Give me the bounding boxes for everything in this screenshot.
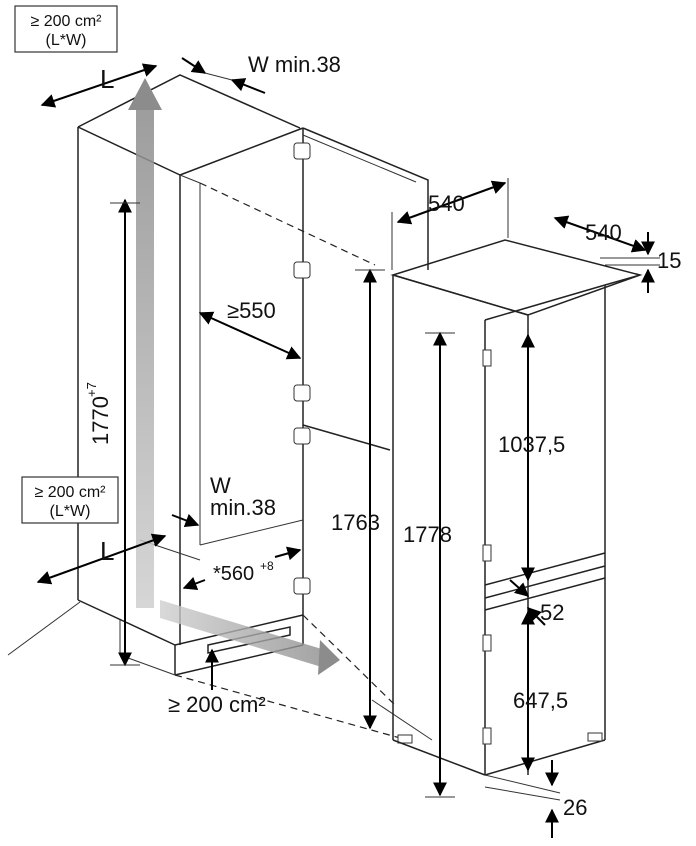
width-560-main: *560 — [213, 563, 254, 585]
vent-mid-box — [21, 476, 119, 524]
l-bottom-label: L — [100, 536, 114, 566]
dim-1763-label: 1763 — [331, 510, 380, 535]
vent-top-box — [14, 5, 118, 53]
dimension-arrows — [36, 57, 660, 838]
airflow-arrow — [128, 78, 340, 675]
dim-26-label: 26 — [563, 795, 587, 820]
dim-1037-label: 1037,5 — [498, 432, 565, 457]
depth-550-label: ≥550 — [227, 298, 276, 323]
height-1770-sup: +7 — [84, 382, 99, 397]
w-min-top-label: W min.38 — [248, 52, 341, 77]
w-mid-label: W — [210, 473, 231, 498]
height-1770-label: 1770 +7 — [84, 382, 113, 445]
dim-540-width-label: 540 — [428, 191, 465, 216]
vent-top-line1: ≥ 200 cm² — [30, 13, 102, 30]
l-top-label: L — [100, 64, 114, 94]
vent-mid-line1: ≥ 200 cm² — [34, 484, 106, 501]
vent-top-line2: (L*W) — [46, 32, 87, 49]
width-560-sup: +8 — [260, 559, 274, 573]
labels: ≥ 200 cm² (L*W) W min.38 L 1770 +7 ≥550 … — [14, 5, 681, 820]
dim-15-label: 15 — [657, 248, 681, 273]
floor-lines — [7, 601, 433, 741]
dim-647-label: 647,5 — [513, 688, 568, 713]
dim-52-label: 52 — [540, 600, 564, 625]
vent-mid-line2: (L*W) — [50, 503, 91, 520]
dim-1778-label: 1778 — [403, 522, 452, 547]
w-min-mid-label: min.38 — [210, 495, 276, 520]
dim-540-depth-label: 540 — [585, 220, 622, 245]
hinges-cabinet — [293, 142, 311, 595]
vent-bottom-label: ≥ 200 cm² — [168, 692, 266, 717]
height-1770-main: 1770 — [88, 396, 113, 445]
